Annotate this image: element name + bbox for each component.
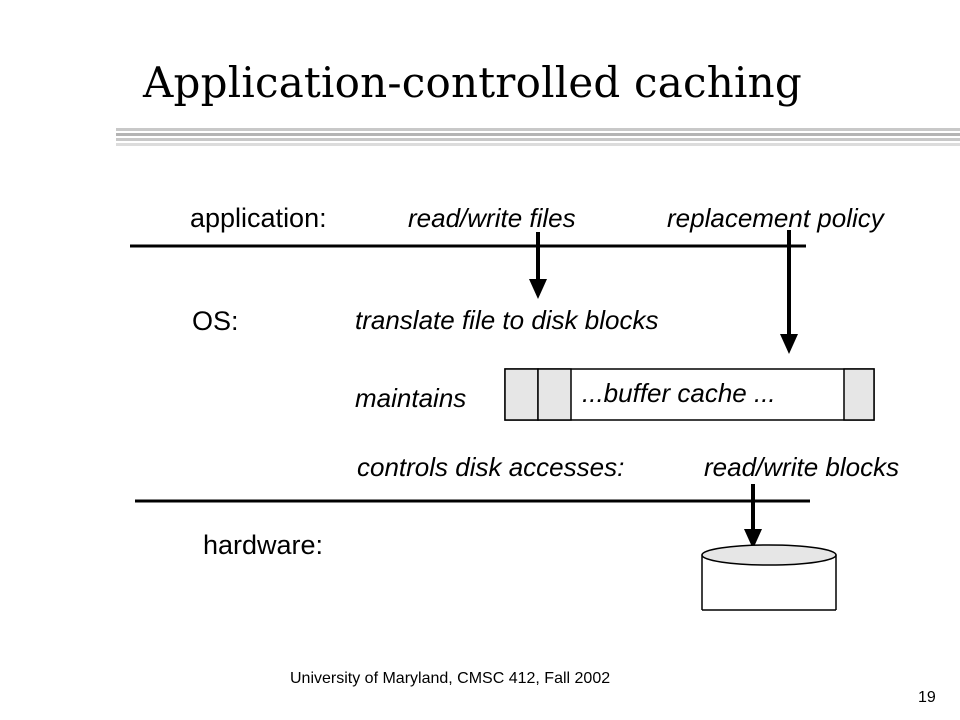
- read-write-files-label: read/write files: [408, 203, 576, 233]
- slide-footer: University of Maryland, CMSC 412, Fall 2…: [290, 670, 611, 687]
- buffer-cell: [504, 368, 539, 421]
- translate-label: translate file to disk blocks: [355, 305, 659, 335]
- page-number: 19: [918, 689, 936, 706]
- read-write-files-arrow: [529, 232, 547, 299]
- disk-icon: [701, 544, 837, 611]
- read-write-blocks-arrow: [744, 484, 762, 549]
- buffer-cache-label: ...buffer cache ...: [582, 378, 776, 408]
- controls-disk-accesses-label: controls disk accesses:: [357, 452, 625, 482]
- application-layer-label: application:: [190, 203, 327, 233]
- hardware-layer-label: hardware:: [203, 530, 324, 560]
- buffer-cache-box: [504, 368, 875, 421]
- replacement-policy-label: replacement policy: [667, 203, 884, 233]
- slide-title: Application-controlled caching: [143, 58, 802, 107]
- os-layer-label: OS:: [192, 306, 239, 336]
- read-write-blocks-label: read/write blocks: [704, 452, 900, 482]
- maintains-label: maintains: [355, 383, 467, 413]
- buffer-cell: [843, 368, 875, 421]
- title-underline-stripes: [116, 128, 960, 146]
- replacement-policy-arrow: [780, 230, 798, 354]
- buffer-cell: [537, 368, 572, 421]
